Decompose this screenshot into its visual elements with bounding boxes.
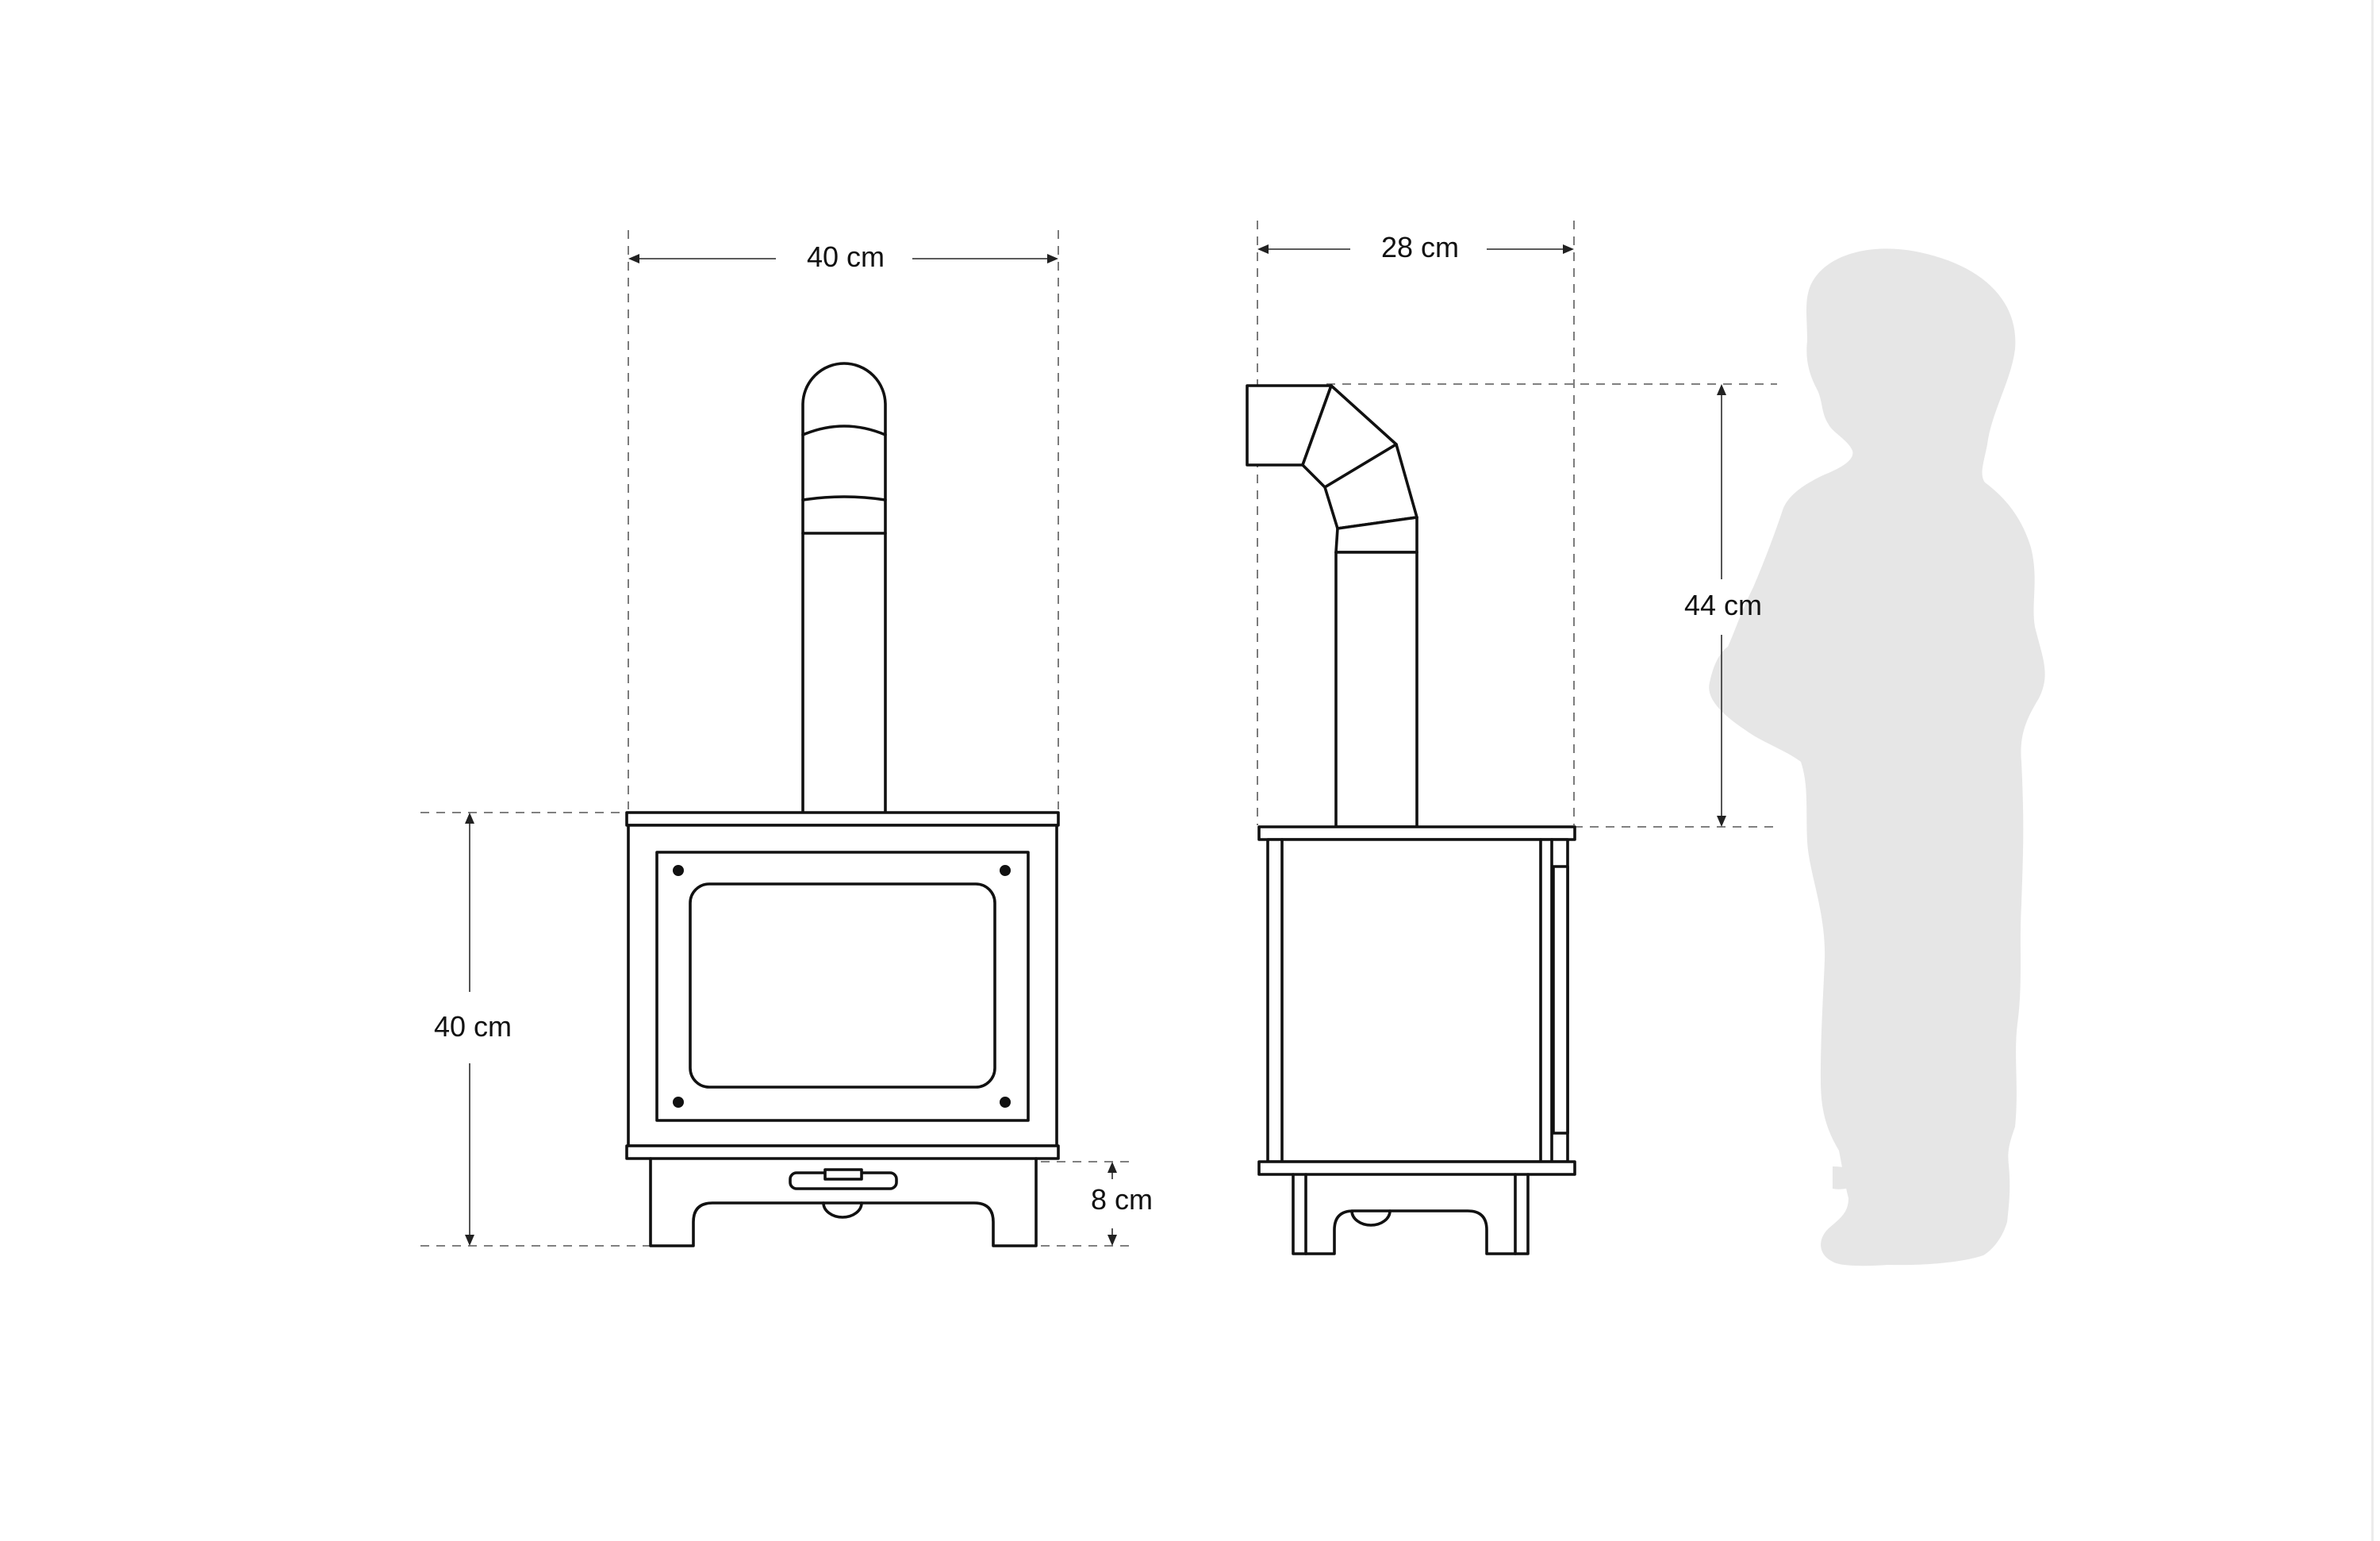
extension-lines [420,221,1777,1247]
dimension-front-width [628,254,1058,263]
side-bottom-plate [1257,1160,1576,1176]
side-view-stove [1246,384,1576,1255]
front-view-stove [625,362,1060,1247]
child-silhouette [1709,248,2045,1266]
front-bottom-plate [625,1144,1060,1160]
front-door-window [689,882,996,1089]
side-top-plate [1257,825,1576,841]
front-chimney [801,362,887,814]
handle-grip [823,1168,863,1181]
side-air-vent [1350,1209,1392,1227]
dimension-leg-height [1107,1162,1117,1246]
front-top-plate [625,811,1060,827]
front-base-legs [649,1157,1038,1247]
front-body [627,824,1058,1147]
side-depth-label: 28 cm [1381,231,1459,263]
dimension-front-height [465,813,474,1246]
chimney-height-label: 44 cm [1684,589,1762,621]
front-door-frame [655,851,1030,1122]
front-width-label: 40 cm [807,240,885,273]
leg-height-label: 8 cm [1091,1183,1153,1216]
front-height-label: 40 cm [434,1010,512,1043]
front-air-vent [822,1201,863,1219]
bolt-icon [673,1097,684,1108]
bolt-icon [1000,865,1011,876]
side-base-legs [1292,1173,1530,1255]
dimension-side-depth [1257,244,1574,254]
side-door-profile [1552,865,1569,1135]
side-body [1266,838,1569,1163]
side-chimney-elbow [1246,384,1418,828]
bolt-icon [673,865,684,876]
dimension-chimney-height [1717,384,1726,827]
bolt-icon [1000,1097,1011,1108]
